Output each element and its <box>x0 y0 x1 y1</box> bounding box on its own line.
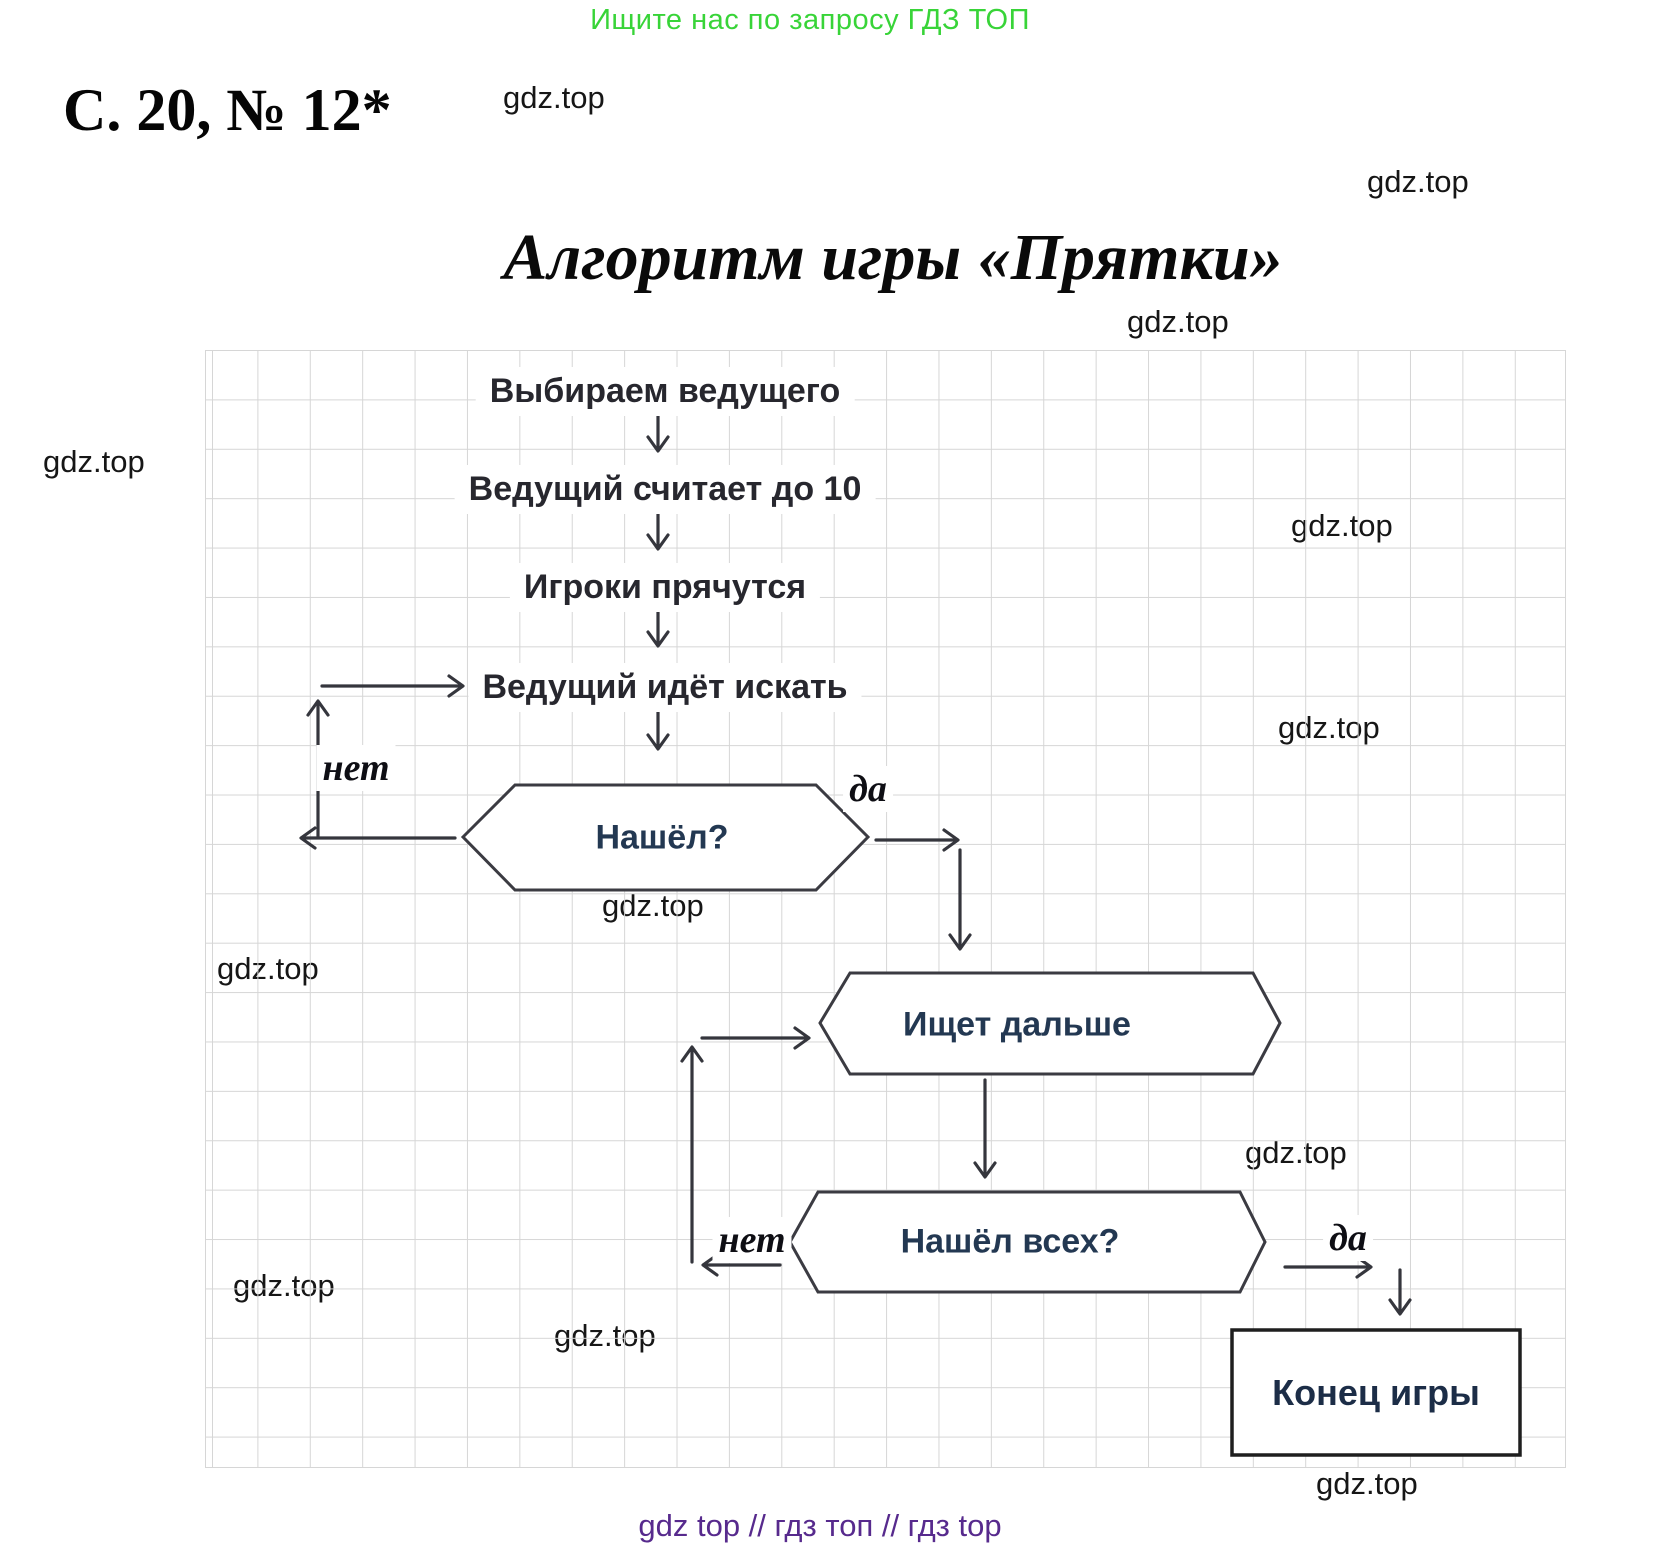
arrow-yes1-right <box>874 828 960 852</box>
decision-found-hexagon <box>460 783 871 892</box>
watermark: gdz.top <box>1367 164 1469 199</box>
watermark: gdz.top <box>1127 304 1229 339</box>
arrow-no-loop2-right <box>700 1026 811 1050</box>
watermark: gdz.top <box>1316 1466 1418 1501</box>
decision-found-label: Нашёл? <box>595 818 729 857</box>
page-heading: С. 20, № 12* <box>63 77 392 143</box>
label-yes-2: да <box>1323 1215 1373 1261</box>
arrow-no-loop1-left <box>299 826 457 850</box>
arrow-yes1-down <box>948 848 972 951</box>
arrow-no-loop2-up <box>680 1045 704 1264</box>
arrow-step3-step4 <box>646 608 670 648</box>
arrow-step4-decision1 <box>646 709 670 751</box>
arrow-no-loop2-left <box>701 1253 782 1277</box>
decision-found-all-hexagon <box>788 1190 1267 1294</box>
end-of-game-box <box>1230 1328 1522 1457</box>
arrow-no-loop1-right <box>320 674 465 698</box>
step-choose-leader: Выбираем ведущего <box>475 367 855 416</box>
decision-found-all-label: Нашёл всех? <box>900 1222 1120 1261</box>
process-keep-searching-label: Ищет дальше <box>903 1005 1131 1044</box>
step-players-hide: Игроки прячутся <box>509 563 821 612</box>
step-leader-seeks: Ведущий идёт искать <box>468 663 862 712</box>
diagram-title: Алгоритм игры «Прятки» <box>503 221 1283 294</box>
arrow-step1-step2 <box>646 413 670 453</box>
arrow-yes2-down <box>1388 1268 1412 1316</box>
end-of-game-label: Конец игры <box>1272 1372 1480 1413</box>
label-yes-1: да <box>843 766 893 812</box>
label-no-1: нет <box>316 745 396 791</box>
promo-banner: Ищите нас по запросу ГДЗ ТОП <box>590 4 1030 36</box>
arrow-process-decision2 <box>973 1078 997 1179</box>
footer-watermark: gdz top // гдз топ // гдз top <box>638 1508 1002 1543</box>
process-keep-searching-hexagon <box>818 971 1282 1076</box>
arrow-step2-step3 <box>646 511 670 551</box>
watermark: gdz.top <box>43 444 145 479</box>
watermark: gdz.top <box>503 80 605 115</box>
step-count-to-ten: Ведущий считает до 10 <box>454 465 876 514</box>
label-no-2: нет <box>712 1217 792 1263</box>
